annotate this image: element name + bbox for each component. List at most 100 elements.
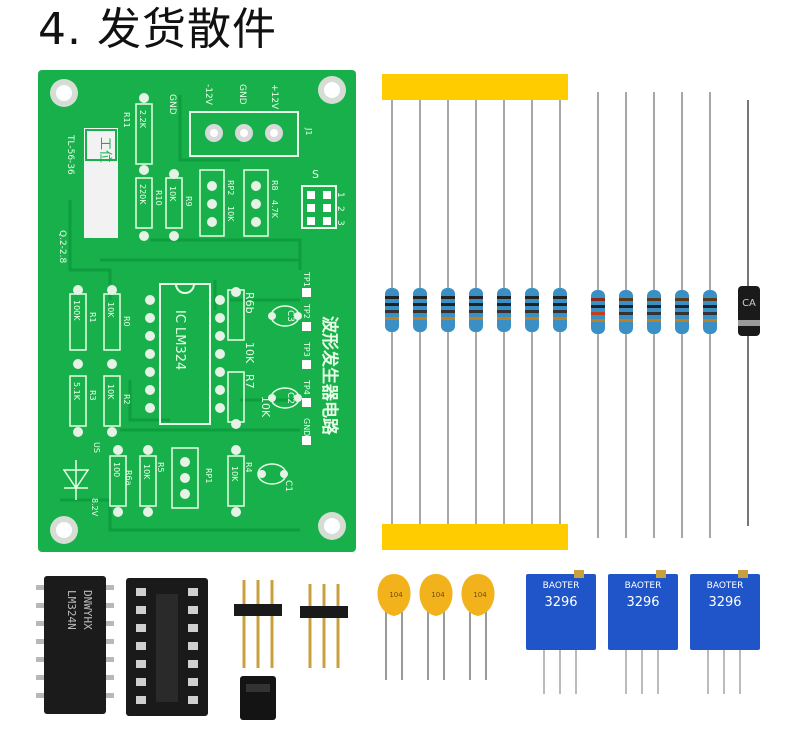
r10-value: 220K bbox=[138, 184, 147, 205]
pcb-board: 工位 TL-56-36 Q.2-2.8 -12V GND +12V J1 GND… bbox=[38, 70, 356, 552]
pcb-version-text: Q.2-2.8 bbox=[57, 230, 67, 264]
tape-resistor-5 bbox=[497, 100, 511, 524]
pin-header-3pin-b bbox=[300, 584, 348, 668]
conn-id: J1 bbox=[304, 127, 313, 135]
conn-label-gnd: GND bbox=[237, 84, 247, 105]
socket-hole bbox=[188, 642, 198, 650]
header-pin-2: 2 bbox=[335, 206, 345, 212]
loose-resistor-2 bbox=[619, 92, 633, 538]
gnd-top-label: GND bbox=[167, 94, 177, 115]
tp4-label: TP4 bbox=[302, 379, 311, 395]
tp2-label: TP2 bbox=[302, 303, 311, 319]
r6a-ref: R6a bbox=[124, 470, 133, 486]
loose-resistor-1 bbox=[591, 92, 605, 538]
r1-value: 100K bbox=[72, 300, 81, 321]
socket-hole bbox=[136, 642, 146, 650]
r11-value: 2.2K bbox=[138, 110, 147, 129]
mounting-holes bbox=[50, 76, 346, 544]
trimmer-pot-2: BAOTER 3296 bbox=[608, 570, 678, 694]
pot-brand: BAOTER bbox=[625, 581, 662, 591]
pcb-code-text: TL-56-36 bbox=[65, 134, 75, 175]
diode-label: CA bbox=[742, 298, 756, 309]
ceramic-capacitor-1: 104 bbox=[377, 574, 411, 680]
r4-ref: R4 bbox=[244, 462, 253, 473]
logo-area bbox=[84, 128, 118, 238]
tp1-label: TP1 bbox=[302, 271, 311, 287]
ic-footprint: IC LM324 bbox=[145, 283, 225, 425]
rp1-ref: RP1 bbox=[204, 468, 213, 483]
chip-marking-1: DNWYHX bbox=[81, 590, 94, 630]
ceramic-capacitor-3: 104 bbox=[461, 574, 495, 680]
conn-label-neg12: -12V bbox=[203, 84, 213, 106]
socket-hole bbox=[136, 678, 146, 686]
r10-ref: R10 bbox=[154, 190, 163, 206]
r2-value: 10K bbox=[106, 384, 115, 400]
tape-resistor-1 bbox=[385, 100, 399, 524]
socket-hole bbox=[188, 606, 198, 614]
pot-model: 3296 bbox=[544, 595, 577, 610]
pot-brand: BAOTER bbox=[707, 581, 744, 591]
tape-top bbox=[382, 74, 568, 100]
page-title: 4. 发货散件 bbox=[38, 4, 277, 55]
ic-socket bbox=[126, 578, 208, 716]
r6b-value: 10K bbox=[243, 342, 256, 364]
r8-value: 4.7K bbox=[270, 200, 279, 219]
diode: CA bbox=[738, 100, 760, 526]
socket-hole bbox=[136, 696, 146, 704]
socket-hole bbox=[136, 588, 146, 596]
r6b-ref: R6b bbox=[243, 292, 256, 314]
loose-resistors bbox=[591, 92, 717, 538]
r0-value: 10K bbox=[106, 302, 115, 318]
tp3-label: TP3 bbox=[302, 341, 311, 357]
r2-ref: R2 bbox=[122, 394, 131, 405]
socket-hole bbox=[188, 696, 198, 704]
r3-ref: R3 bbox=[88, 390, 97, 401]
socket-hole bbox=[136, 606, 146, 614]
zener-value: 8.2V bbox=[90, 498, 99, 517]
r9-ref: R9 bbox=[184, 196, 193, 207]
ic-label: IC LM324 bbox=[172, 310, 187, 370]
loose-resistor-4 bbox=[675, 92, 689, 538]
r4-value: 10K bbox=[230, 466, 239, 482]
tape-resistor-3 bbox=[441, 100, 455, 524]
tape-resistor-7 bbox=[553, 100, 567, 524]
socket-hole bbox=[136, 660, 146, 668]
trimmer-pot-1: BAOTER 3296 bbox=[526, 570, 596, 694]
rp2-value: 10K bbox=[226, 206, 235, 222]
pot-brand: BAOTER bbox=[543, 581, 580, 591]
loose-resistor-3 bbox=[647, 92, 661, 538]
jumper-cap bbox=[240, 676, 276, 720]
jumper-header-s: S 1 2 3 bbox=[301, 168, 345, 229]
header-pin-1: 1 bbox=[335, 192, 345, 198]
socket-hole bbox=[188, 678, 198, 686]
pot-model: 3296 bbox=[708, 595, 741, 610]
r1-ref: R1 bbox=[88, 312, 97, 323]
component-pads bbox=[73, 93, 302, 517]
pot-model: 3296 bbox=[626, 595, 659, 610]
r6a-value: 100 bbox=[112, 462, 121, 477]
r9-value: 10K bbox=[168, 186, 177, 202]
conn-label-pos12: +12V bbox=[269, 84, 279, 110]
cap-code: 104 bbox=[473, 591, 487, 599]
r5-ref: R5 bbox=[156, 462, 165, 473]
r7-value: 10K bbox=[259, 396, 272, 418]
zener-symbol bbox=[62, 460, 90, 500]
trimmer-pot-3: BAOTER 3296 bbox=[690, 570, 760, 694]
resistor-tape-strip bbox=[382, 74, 568, 550]
r11-ref: R11 bbox=[122, 112, 131, 128]
tp-gnd-label: GND bbox=[302, 418, 311, 436]
test-points: TP1 TP2 TP3 TP4 GND bbox=[302, 271, 311, 445]
tape-bottom bbox=[382, 524, 568, 550]
pin-header-3pin-a bbox=[234, 580, 282, 668]
header-s-label: S bbox=[312, 168, 319, 181]
tape-resistor-4 bbox=[469, 100, 483, 524]
c3-ref: C3 bbox=[285, 310, 295, 322]
lm324-chip: DNWYHX LM324N bbox=[36, 576, 114, 714]
logo-text: 工位 bbox=[97, 137, 112, 163]
ceramic-capacitor-2: 104 bbox=[419, 574, 453, 680]
c1-ref: C1 bbox=[283, 480, 293, 492]
header-pin-3: 3 bbox=[335, 220, 345, 226]
board-title: 波形发生器电路 bbox=[319, 316, 340, 436]
